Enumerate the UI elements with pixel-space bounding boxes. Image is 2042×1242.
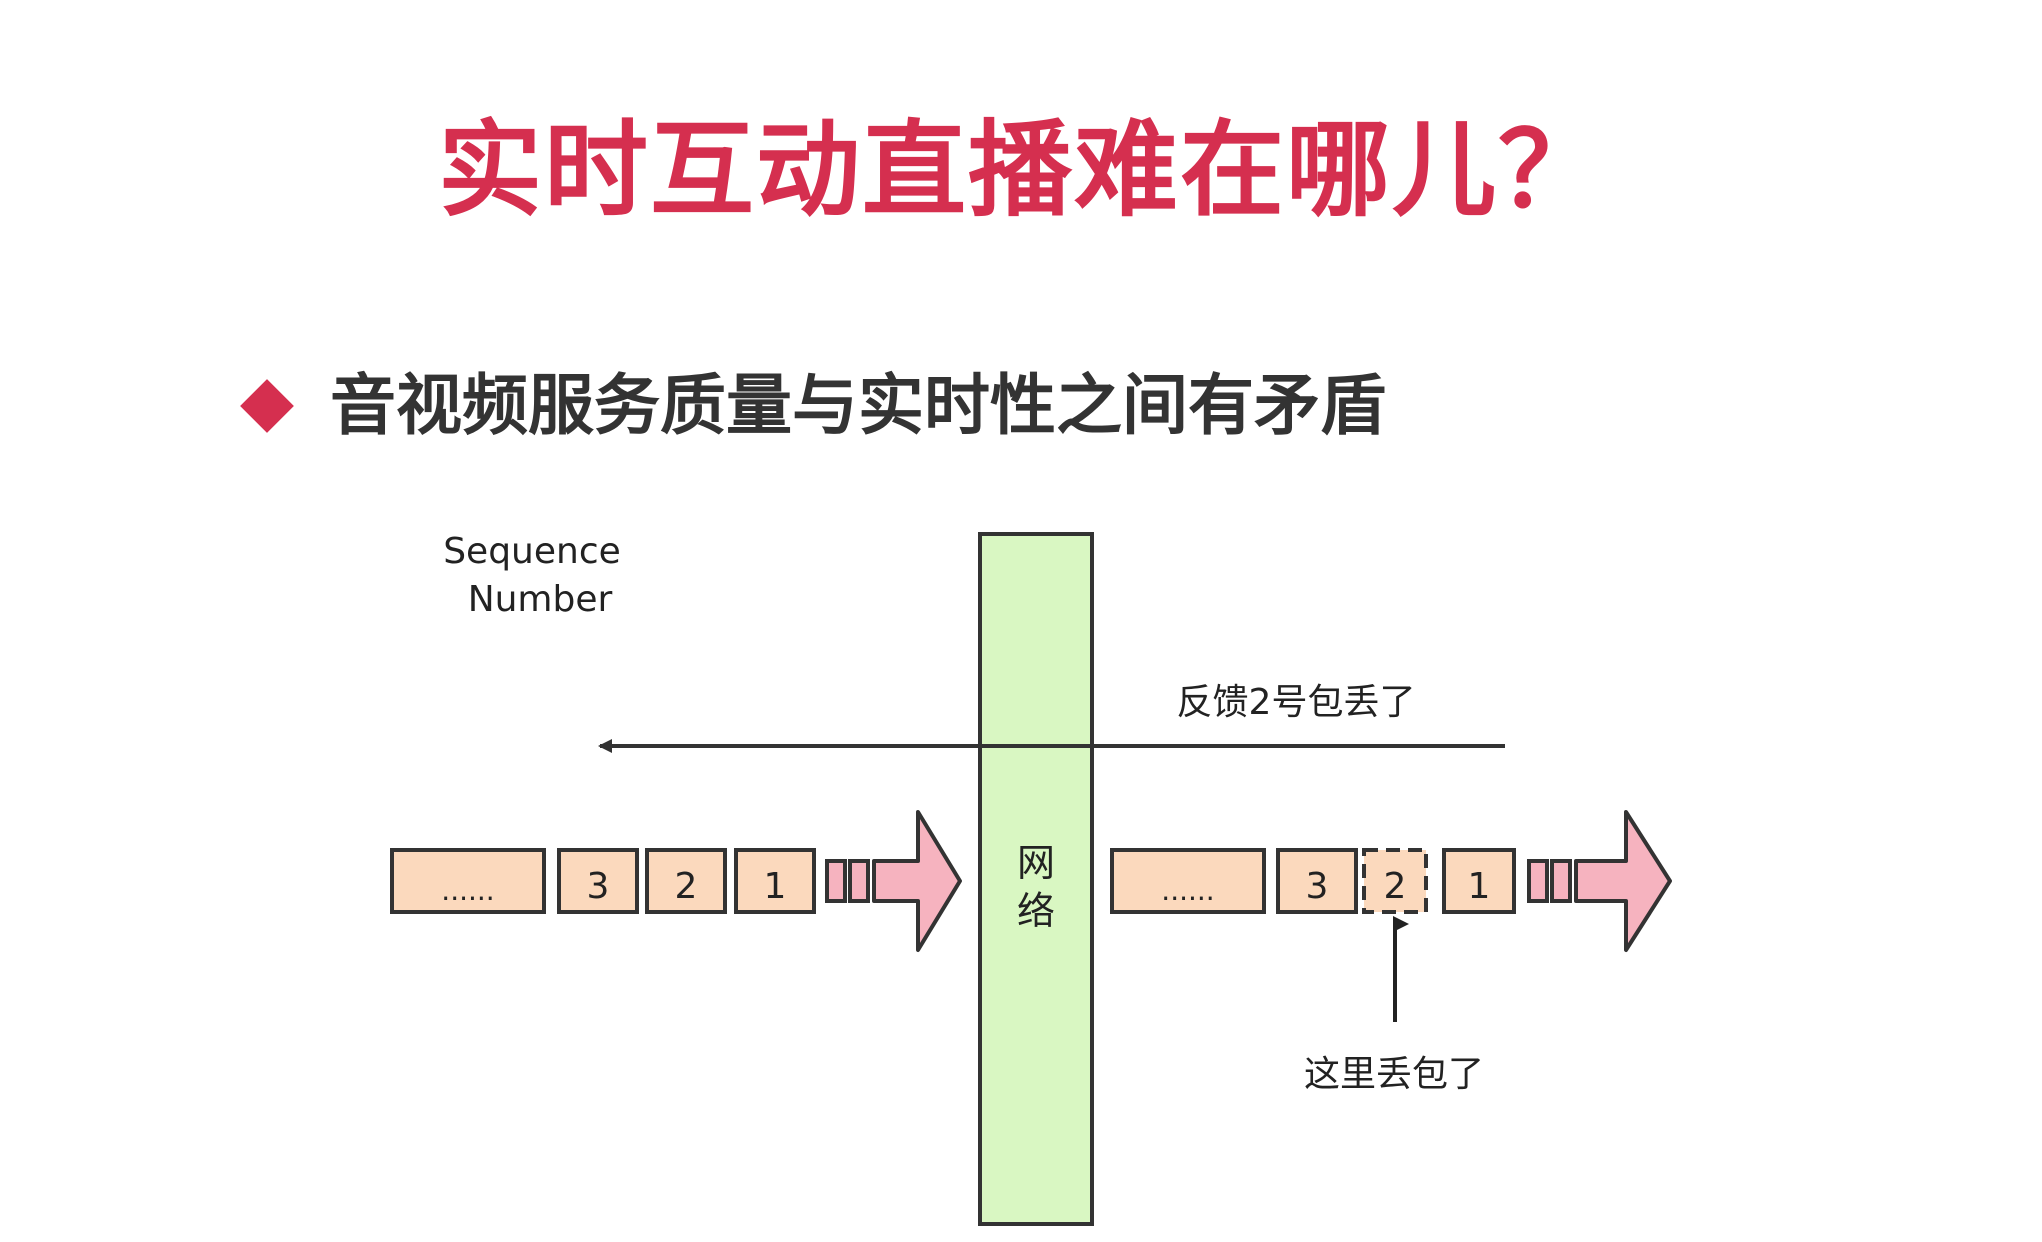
receiver-ellipsis-packet — [1110, 848, 1266, 914]
receiver-packet-3 — [1276, 848, 1358, 914]
sender-packet-3-label: 3 — [587, 866, 610, 907]
sender-ellipsis-packet — [390, 848, 546, 914]
receiver-lost-packet-2-label: 2 — [1384, 866, 1407, 907]
receiver-lost-packet-2 — [1362, 848, 1428, 914]
bullet-text: 音视频服务质量与实时性之间有矛盾 — [330, 367, 1386, 444]
network-column — [978, 532, 1094, 1226]
sender-packet-3 — [557, 848, 639, 914]
receiver-packet-1 — [1442, 848, 1516, 914]
slide-title: 实时互动直播难在哪儿？ — [437, 109, 1604, 231]
sender-packet-1 — [734, 848, 816, 914]
network-label-line2: 络 — [1017, 889, 1055, 933]
sequence-label-line2: Number — [468, 579, 613, 620]
sender-packet-2 — [645, 848, 727, 914]
feedback-label: 反馈2号包丢了 — [1177, 682, 1416, 723]
sequence-label-line1: Sequence — [443, 531, 621, 572]
sender-flow-arrow — [825, 810, 962, 952]
receiver-packet-1-label: 1 — [1468, 866, 1491, 907]
sender-packet-1-label: 1 — [764, 866, 787, 907]
receiver-flow-arrow — [1527, 810, 1672, 952]
receiver-packet-3-label: 3 — [1306, 866, 1329, 907]
network-label-line1: 网 — [1017, 841, 1055, 885]
sender-ellipsis-label: ...... — [441, 874, 494, 907]
receiver-ellipsis-label: ...... — [1161, 874, 1214, 907]
sender-packet-2-label: 2 — [675, 866, 698, 907]
loss-label: 这里丢包了 — [1304, 1054, 1484, 1095]
